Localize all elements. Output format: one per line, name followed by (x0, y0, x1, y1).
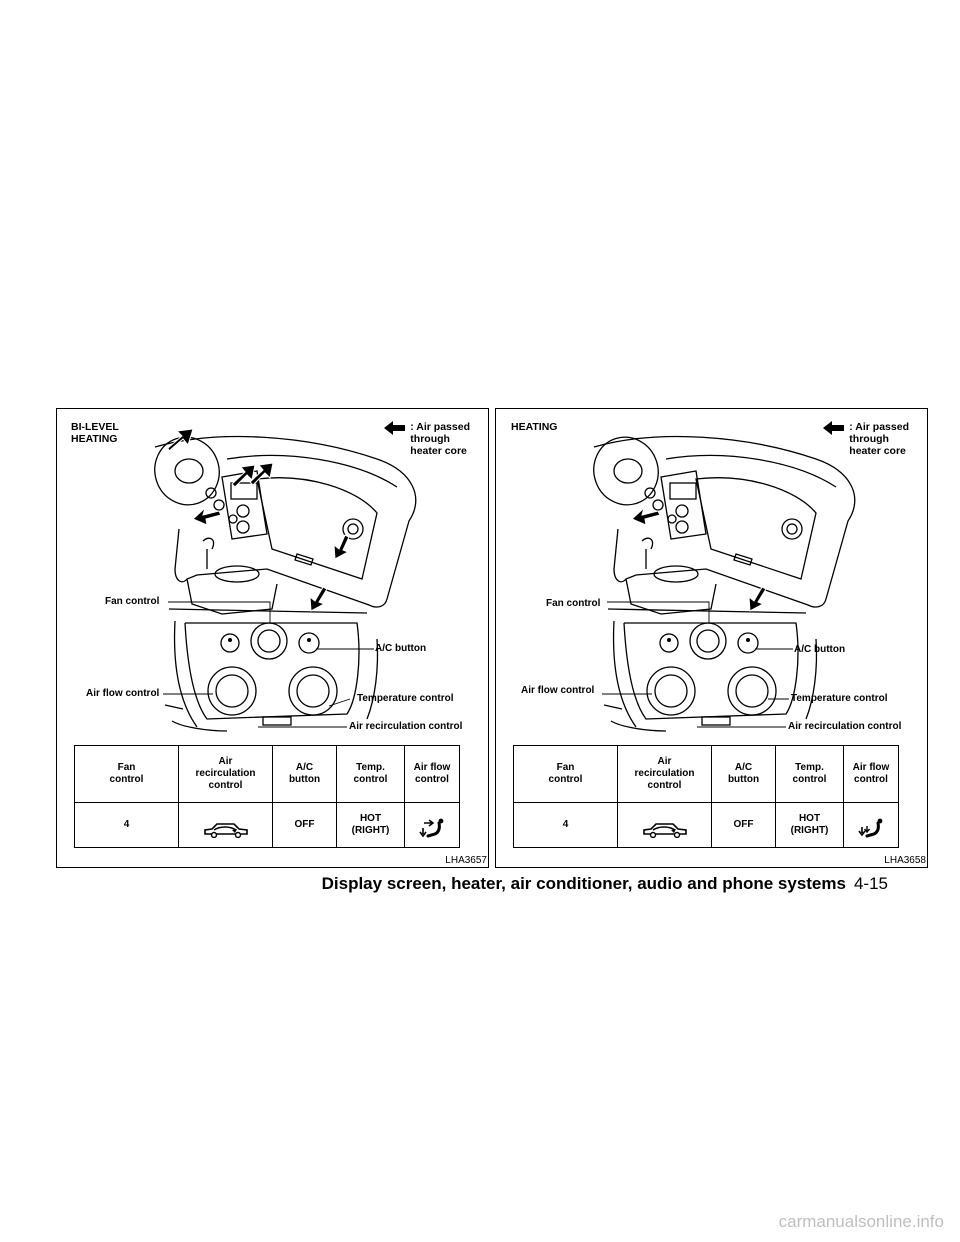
air-flow-control-callout: Air flow control (521, 685, 595, 696)
legend: : Air passed through heater core (823, 421, 909, 457)
car-recirculation-off-icon (203, 823, 248, 839)
temperature-control-callout: Temperature control (791, 693, 888, 704)
value-air-recirculation-control (617, 802, 712, 848)
bi-level-airflow-icon (419, 818, 444, 838)
page-footer: Display screen, heater, air conditioner,… (0, 873, 888, 895)
value-fan-control: 4 (74, 802, 179, 848)
heated-air-arrow-icon (384, 421, 406, 435)
value-air-flow-control (843, 802, 899, 848)
header-air-recirculation-control: Air recirculation control (617, 745, 712, 803)
value-ac-button: OFF (711, 802, 776, 848)
section-title: Display screen, heater, air conditioner,… (321, 874, 846, 893)
ac-button-callout: A/C button (794, 644, 846, 655)
air-recirculation-control-callout: Air recirculation control (349, 721, 463, 732)
header-fan-control: Fan control (74, 745, 179, 803)
header-ac-button: A/C button (272, 745, 337, 803)
header-fan-control: Fan control (513, 745, 618, 803)
heated-air-arrow-icon (823, 421, 845, 435)
ac-button-callout: A/C button (375, 643, 427, 654)
header-ac-button: A/C button (711, 745, 776, 803)
car-recirculation-off-icon (642, 823, 687, 839)
value-air-flow-control (404, 802, 460, 848)
air-recirculation-control-callout: Air recirculation control (788, 721, 902, 732)
legend: : Air passed through heater core (384, 421, 470, 457)
legend-text: : Air passed through heater core (849, 421, 909, 457)
figure-title: HEATING (511, 421, 558, 433)
value-temp-control: HOT (RIGHT) (775, 802, 844, 848)
table-header-row: Fan control Air recirculation control A/… (513, 745, 899, 803)
header-air-flow-control: Air flow control (843, 745, 899, 803)
table-row: 4 OFF HOT (RIGHT) (513, 802, 899, 848)
value-ac-button: OFF (272, 802, 337, 848)
figure-code: LHA3657 (445, 855, 487, 866)
header-temp-control: Temp. control (336, 745, 405, 803)
figure-title: BI-LEVEL HEATING (71, 421, 119, 445)
settings-table: Fan control Air recirculation control A/… (74, 745, 460, 848)
watermark: carmanualsonline.info (778, 1212, 944, 1231)
fan-control-callout: Fan control (546, 598, 601, 609)
header-air-recirculation-control: Air recirculation control (178, 745, 273, 803)
header-temp-control: Temp. control (775, 745, 844, 803)
settings-table: Fan control Air recirculation control A/… (513, 745, 899, 848)
figure-bi-level-heating: BI-LEVEL HEATING : Air passed through he… (56, 408, 489, 868)
air-flow-control-callout: Air flow control (86, 688, 160, 699)
table-row: 4 OFF HOT (RIGHT) (74, 802, 460, 848)
table-header-row: Fan control Air recirculation control A/… (74, 745, 460, 803)
legend-text: : Air passed through heater core (410, 421, 470, 457)
value-air-recirculation-control (178, 802, 273, 848)
temperature-control-callout: Temperature control (357, 693, 454, 704)
header-air-flow-control: Air flow control (404, 745, 460, 803)
value-fan-control: 4 (513, 802, 618, 848)
dashboard-illustration (593, 435, 856, 732)
page-number: 4-15 (853, 874, 888, 893)
figure-heating: HEATING : Air passed through heater core (495, 408, 928, 868)
figure-code: LHA3658 (884, 855, 926, 866)
fan-control-callout: Fan control (105, 596, 160, 607)
value-temp-control: HOT (RIGHT) (336, 802, 405, 848)
foot-airflow-icon (858, 818, 883, 838)
dashboard-illustration (154, 428, 417, 732)
